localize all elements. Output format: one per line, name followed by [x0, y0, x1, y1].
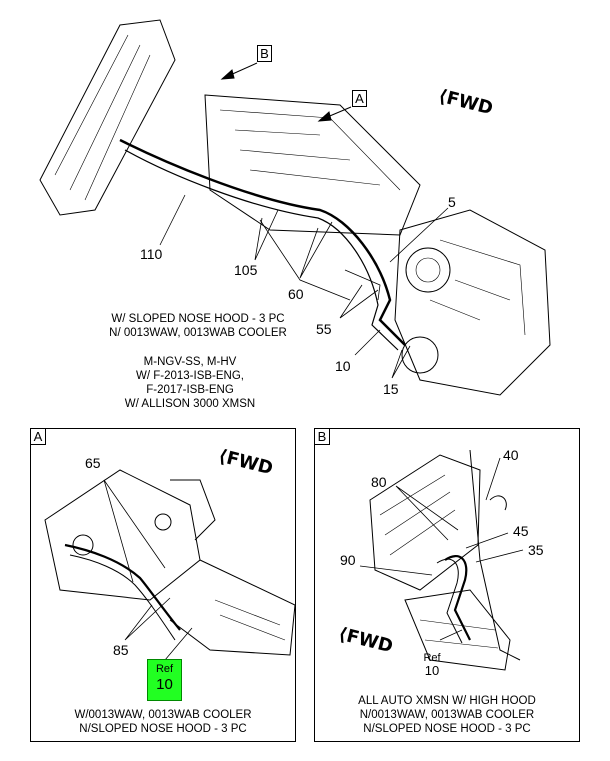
view-a-marker: A — [352, 90, 367, 107]
detail-a-panel — [30, 428, 296, 742]
ref-10-badge: Ref 10 — [147, 659, 182, 701]
detail-a-marker: A — [30, 428, 46, 445]
callout-40: 40 — [503, 447, 519, 463]
hood-note-line-2: N/ 0013WAW, 0013WAB COOLER — [109, 327, 287, 339]
ref-value: 10 — [424, 663, 440, 678]
callout-60: 60 — [288, 286, 304, 302]
callout-5: 5 — [448, 194, 456, 210]
hood-note: W/ SLOPED NOSE HOOD - 3 PC N/ 0013WAW, 0… — [88, 312, 308, 340]
model-note-line-3: F-2017-ISB-ENG — [146, 384, 234, 396]
ref-label: Ref — [155, 663, 174, 675]
detail-a-note-line-2: N/SLOPED NOSE HOOD - 3 PC — [79, 723, 247, 735]
detail-a-note: W/0013WAW, 0013WAB COOLER N/SLOPED NOSE … — [40, 708, 286, 736]
callout-85: 85 — [113, 642, 129, 658]
main-leader-lines — [159, 194, 449, 379]
callout-105: 105 — [234, 262, 258, 278]
callout-90: 90 — [340, 552, 356, 568]
detail-b-note-line-1: ALL AUTO XMSN W/ HIGH HOOD — [358, 695, 536, 707]
detail-b-leader-lines — [359, 457, 524, 641]
ref-value: 10 — [156, 676, 173, 693]
model-note-line-4: W/ ALLISON 3000 XMSN — [124, 398, 256, 410]
callout-80: 80 — [371, 474, 387, 490]
detail-b-note-line-2: N/0013WAW, 0013WAB COOLER — [359, 709, 535, 721]
callout-15: 15 — [383, 381, 399, 397]
callout-65: 65 — [85, 455, 101, 471]
callout-110: 110 — [140, 246, 163, 262]
view-arrows — [220, 62, 352, 122]
detail-b-note: ALL AUTO XMSN W/ HIGH HOOD N/0013WAW, 00… — [320, 694, 574, 736]
model-note-line-2: W/ F-2013-ISB-ENG, — [136, 370, 244, 382]
detail-b-drawing — [369, 449, 521, 671]
detail-b-marker: B — [314, 428, 330, 445]
detail-a-note-line-1: W/0013WAW, 0013WAB COOLER — [74, 709, 252, 721]
detail-a-drawing — [44, 469, 296, 656]
ref-label: Ref — [423, 652, 441, 664]
callout-10: 10 — [335, 358, 351, 374]
model-note-line-1: M-NGV-SS, M-HV — [143, 356, 237, 368]
model-note: M-NGV-SS, M-HV W/ F-2013-ISB-ENG, F-2017… — [105, 355, 275, 411]
detail-b-ref: Ref 10 — [420, 652, 444, 678]
detail-a-leader-lines — [103, 479, 193, 661]
callout-45: 45 — [513, 523, 529, 539]
callout-55: 55 — [316, 321, 332, 337]
callout-35: 35 — [528, 542, 544, 558]
detail-b-note-line-3: N/SLOPED NOSE HOOD - 3 PC — [363, 723, 531, 735]
detail-b-panel — [314, 428, 580, 742]
hood-note-line-1: W/ SLOPED NOSE HOOD - 3 PC — [111, 313, 285, 325]
view-b-marker: B — [257, 45, 272, 62]
